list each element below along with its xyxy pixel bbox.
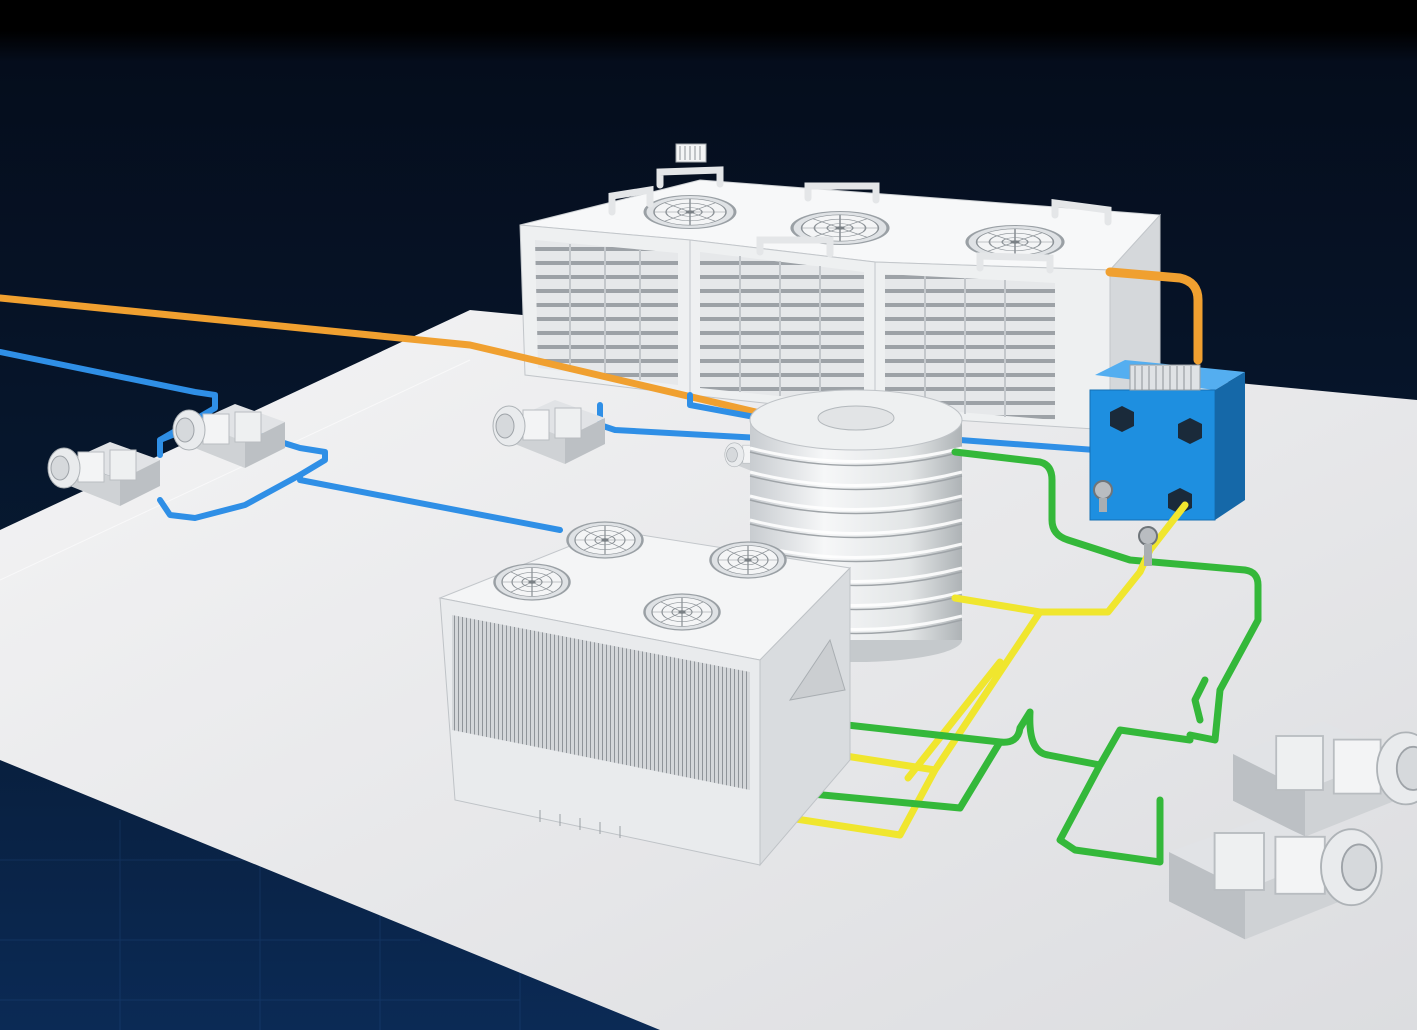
storage-tank [749, 389, 963, 662]
cooling-tower-unit-1 [519, 224, 691, 396]
cooling-tower-bank [519, 143, 1162, 432]
cooling-tower-unit-3 [874, 213, 1161, 432]
pipe-orange-main [0, 294, 764, 417]
chiller-fan-2 [709, 540, 787, 580]
pipe-green-pumps [1191, 676, 1209, 724]
vent-cap-icon [675, 143, 707, 163]
chiller-fan-4 [643, 592, 721, 632]
air-cooled-chiller [438, 520, 852, 867]
pipe-blue-branch [297, 472, 563, 533]
tower-fan-1 [643, 194, 737, 230]
cooling-tower-unit-2 [689, 239, 876, 416]
valve-icon [1138, 526, 1158, 566]
pipe-green-chiller [766, 708, 1194, 866]
pipe-yellow-hx [951, 501, 1189, 616]
chiller-fan-1 [566, 520, 644, 560]
background-grid [0, 820, 521, 1030]
pipe-orange-return [1105, 267, 1203, 365]
pipes-front [766, 448, 1262, 866]
plate-heat-exchanger [1089, 360, 1245, 521]
pipe-blue-tower [597, 392, 1098, 453]
pipe-green-tank-hx [951, 448, 1262, 744]
tower-handles [608, 166, 1112, 274]
chiller-fan-3 [493, 562, 571, 602]
valve-icon [1093, 480, 1113, 512]
